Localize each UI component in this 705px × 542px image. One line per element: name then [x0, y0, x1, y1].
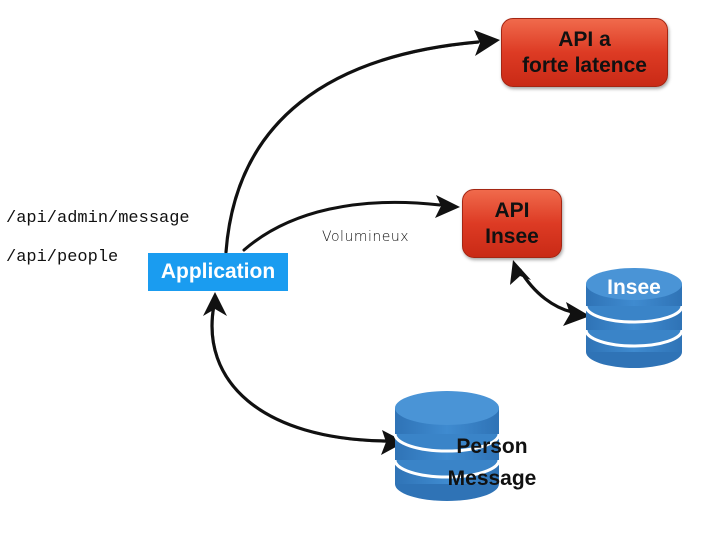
arrowhead-icon: [203, 292, 227, 316]
application-label: Application: [160, 260, 276, 284]
api-insee-node: API Insee: [462, 189, 562, 258]
api-latence-line1: API a: [558, 28, 611, 52]
edge-api-insee-to-insee-db: [510, 260, 590, 326]
edge-application-to-api-latence: [224, 30, 500, 254]
api-latence-line2: forte latence: [522, 53, 647, 77]
person-message-line2: Message: [447, 466, 537, 490]
arrowhead-icon: [563, 302, 590, 326]
application-node: Application: [148, 253, 288, 291]
person-message-database-icon: [393, 391, 501, 501]
endpoint-admin-message: /api/admin/message: [6, 209, 190, 228]
insee-db-label: Insee: [607, 276, 661, 299]
endpoint-people: /api/people: [6, 248, 119, 267]
arrowhead-icon: [474, 30, 500, 56]
arrowhead-icon: [381, 430, 405, 455]
edge-label-volumineux: Volumineux: [322, 229, 409, 245]
arrowhead-icon: [435, 195, 460, 218]
api-insee-line2: Insee: [485, 224, 539, 248]
person-message-db-label: Person Message: [432, 431, 552, 494]
edge-application-to-person-message: [203, 292, 405, 455]
arrowhead-icon: [510, 260, 531, 285]
edge-application-to-api-insee: [242, 195, 460, 252]
insee-database-icon: [584, 268, 684, 368]
person-message-line1: Person: [456, 435, 528, 458]
api-latence-node: API a forte latence: [501, 18, 668, 87]
api-insee-line1: API: [494, 199, 530, 223]
